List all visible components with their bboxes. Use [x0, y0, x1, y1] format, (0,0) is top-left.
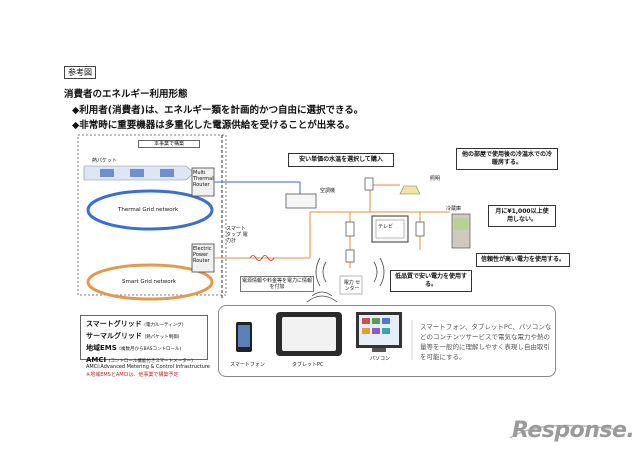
legend-item: スマートグリッド (電力ルーティング) [86, 320, 184, 328]
smartphone-label: スマートフォン [230, 362, 265, 368]
monthly-callout: 月に¥1,000以上使用しない。 [488, 205, 556, 227]
low-quality-callout: 低品質で安い電力を使用する。 [390, 270, 472, 292]
cheap-time-callout: 安い単価の水温を選択して購入 [288, 153, 394, 167]
legend-item: AMCI (コントロール機能付きスマートメーター) [86, 356, 193, 364]
page-title: 消費者のエネルギー利用形態 [64, 89, 188, 100]
project-label: 本事業で構築 [138, 140, 200, 148]
devices-description: スマートフォン、タブレットPC、パソコンなどのコンテンツサービスで電気な電力や熱… [420, 323, 552, 361]
pc-label: パソコン [370, 356, 391, 362]
smart-tap-label: スマートタップ 電力計 [226, 226, 248, 244]
thermal-grid-label: Thermal Grid network [118, 207, 179, 213]
legend-item: サーマルグリッド (熱パケット制御) [86, 332, 180, 340]
info-add-label: 電源情報や料金等を電力に情報を付加 [240, 276, 314, 292]
thermal-router-label: Multi Thermal Router [193, 170, 214, 188]
reliable-callout: 信頼性が高い電力を使用する。 [476, 253, 570, 267]
footnote-amci: AMCI:Advanced Metering & Control Infrast… [86, 364, 210, 370]
smart-grid-label: Smart Grid network [122, 279, 177, 285]
footnote-other-project: ※地域EMSとAMCIは、他事業で構築予定 [86, 372, 179, 378]
power-router-label: Electric Power Router [193, 246, 212, 264]
power-center-label: 電力 センター [343, 280, 361, 292]
reference-tag: 参考図 [64, 66, 96, 79]
other-room-callout: 他の部屋で使用後の冷温水での冷暖房する。 [456, 148, 558, 170]
legend-box: スマートグリッド (電力ルーティング) サーマルグリッド (熱パケット制御) 地… [80, 315, 208, 364]
tablet-label: タブレットPC [292, 362, 324, 368]
aircon-label: 空調機 [320, 188, 336, 194]
response-logo: Response. [512, 418, 635, 443]
bullet-1: ◆利用者(消費者)は、エネルギー類を計画的かつ自由に選択できる。 [72, 105, 364, 116]
devices-panel [218, 305, 556, 377]
tv-label: テレビ [378, 224, 394, 230]
heat-packet-label: 熱パケット [92, 158, 118, 164]
bullet-2: ◆非常時に重要機器は多重化した電源供給を受けることが出来る。 [72, 120, 355, 131]
legend-item: 地域EMS (複数月からBASコントロール) [86, 344, 182, 352]
lighting-label: 照明 [430, 176, 441, 182]
fridge-label: 冷蔵庫 [446, 206, 462, 212]
